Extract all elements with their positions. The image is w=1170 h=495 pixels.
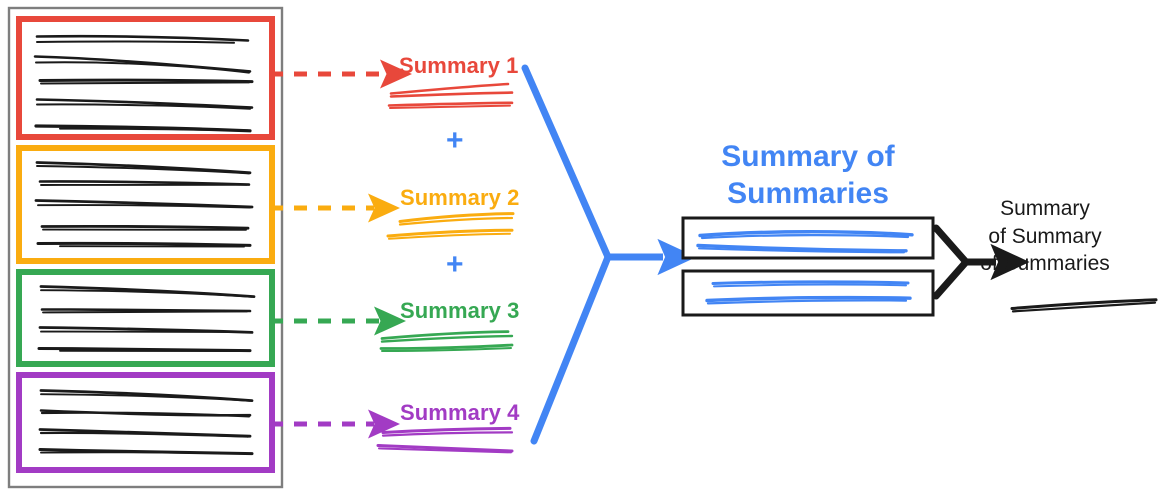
plus-operator-2: + bbox=[446, 248, 464, 281]
final-summary-title-line-3: of Summaries bbox=[980, 252, 1110, 276]
final-summary-title-line-1: Summary bbox=[1000, 197, 1090, 220]
document-card-1-text-lines bbox=[33, 34, 254, 133]
summary-of-summaries-title: Summary of Summaries bbox=[663, 139, 953, 212]
plus-operator-1: + bbox=[446, 124, 464, 157]
summary-2-label: Summary 2 bbox=[400, 185, 520, 210]
merge-arrow-bottom-branch bbox=[530, 253, 612, 445]
document-card-4-text-lines bbox=[38, 389, 254, 456]
final-summary-title: Summary of Summary of Summaries bbox=[925, 195, 1165, 278]
document-collection-outer-box bbox=[7, 6, 284, 489]
document-card-2[interactable] bbox=[16, 145, 275, 264]
summary-2-lines bbox=[386, 212, 515, 240]
summary-of-summaries-box-2[interactable] bbox=[681, 269, 935, 317]
document-card-1[interactable] bbox=[16, 16, 275, 140]
final-arrow-top-branch bbox=[932, 224, 970, 266]
summary-4-label: Summary 4 bbox=[400, 400, 520, 425]
summary-of-summaries-box-1[interactable] bbox=[681, 216, 935, 260]
summary-of-summaries-box-2-lines bbox=[705, 280, 912, 305]
document-card-4-border bbox=[16, 372, 275, 473]
document-card-3-text-lines bbox=[37, 285, 256, 353]
summary-of-summaries-title-line-1: Summary of bbox=[721, 140, 895, 173]
merge-arrow-top-branch bbox=[521, 64, 612, 261]
final-summary-lines bbox=[1010, 298, 1158, 313]
document-card-2-text-lines bbox=[34, 161, 254, 248]
final-arrow-bottom-branch bbox=[932, 258, 970, 300]
summary-of-summaries-box-1-lines bbox=[696, 230, 914, 254]
summary-3-lines bbox=[379, 330, 514, 352]
summary-1-lines bbox=[387, 82, 514, 109]
summary-4-lines bbox=[376, 426, 514, 454]
summary-of-summaries-title-line-2: Summaries bbox=[727, 176, 889, 210]
final-summary-title-line-2: of Summary bbox=[988, 224, 1102, 248]
summary-3-label: Summary 3 bbox=[400, 298, 520, 323]
summary-1-label: Summary 1 bbox=[399, 53, 519, 78]
document-card-1-border bbox=[16, 16, 275, 140]
summary-of-summaries-box-2-border bbox=[681, 269, 935, 317]
document-card-4[interactable] bbox=[16, 372, 275, 473]
document-card-3[interactable] bbox=[16, 269, 275, 367]
